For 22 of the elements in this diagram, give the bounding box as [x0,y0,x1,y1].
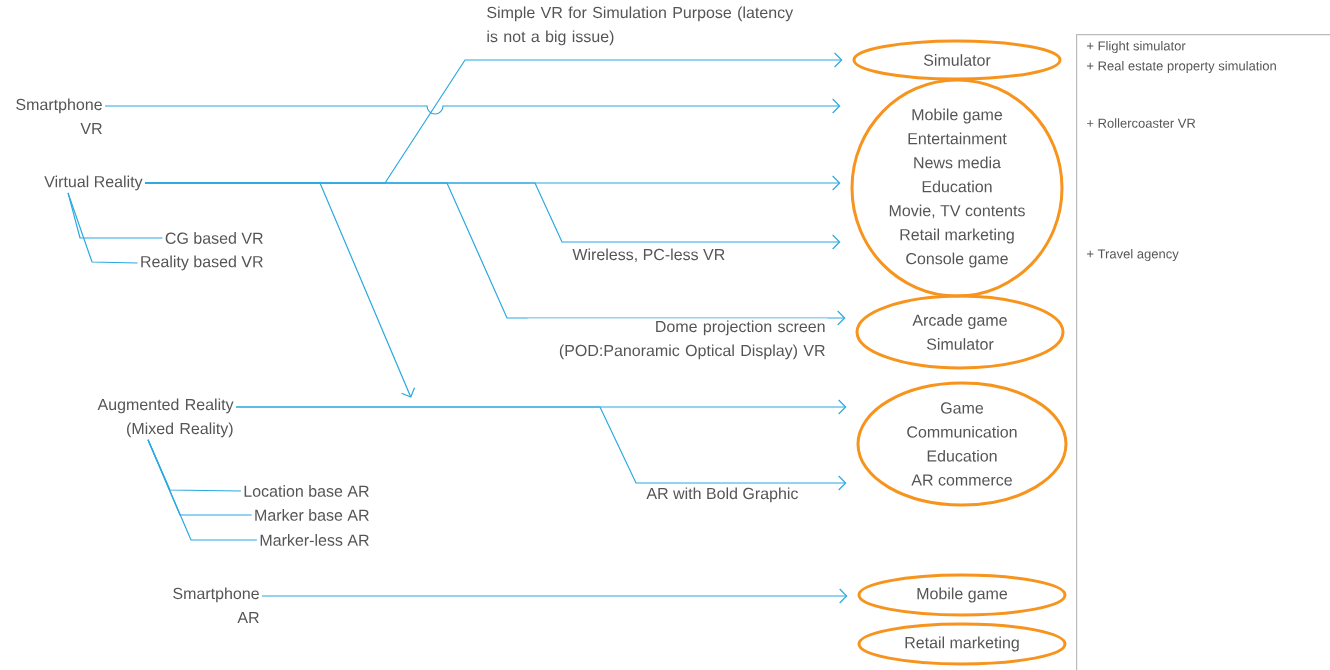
list-item: + Flight simulator [1087,40,1186,54]
node-label: Smartphone AR [173,587,259,623]
edge-label: Simple VR for Simulation Purpose (latency is not a big issue) [484,4,809,48]
connector-arrow [104,98,841,115]
list-item: + Rollercoaster VR [1087,118,1196,128]
edge-label: Dome projection screen (POD:Panoramic Optical Display) VR [527,318,828,362]
edge-label: AR with Bold Graphic [644,485,801,505]
connector-arrow [261,588,848,604]
node-label: Location base AR [244,485,369,497]
edge-label: Wireless, PC-less VR [570,246,728,265]
node-label: Smartphone VR [16,98,102,134]
node-label: Marker base AR [255,509,369,521]
list-item: + Real estate property simulation [1087,60,1276,74]
node-label: Virtual Reality [44,175,143,191]
connector-arrow [235,406,847,491]
connector-arrow [144,182,416,398]
example-panel [1076,34,1330,670]
node-label: Reality based VR [141,255,263,271]
node-label: Marker-less AR [260,534,369,546]
node-label: Augmented Reality (Mixed Reality) [97,398,234,438]
list-item: + Travel agency [1087,248,1179,262]
node-label: CG based VR [165,232,263,244]
